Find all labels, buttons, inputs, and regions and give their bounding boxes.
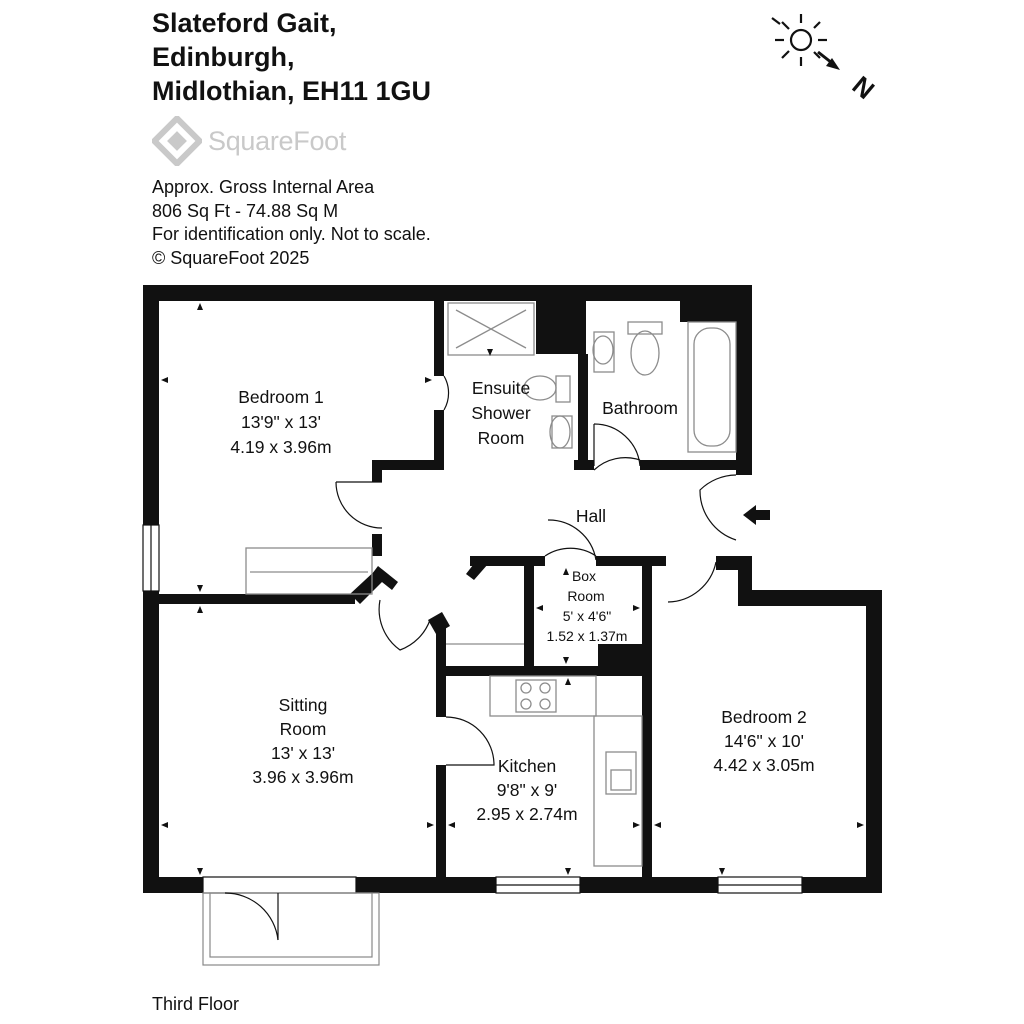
boxroom-line2: Room xyxy=(567,588,604,604)
boxroom-size-imperial: 5' x 4'6" xyxy=(563,608,611,624)
bathroom-toilet xyxy=(630,330,660,376)
hall-name: Hall xyxy=(576,506,606,526)
bedroom2-size-metric: 4.42 x 3.05m xyxy=(713,755,814,775)
brand-name: SquareFoot xyxy=(208,125,347,156)
walls xyxy=(143,285,882,893)
kitchen-counter xyxy=(489,675,597,717)
squarefoot-logo-icon xyxy=(152,116,202,166)
kitchen-size-imperial: 9'8" x 9' xyxy=(497,780,558,800)
sitting-line2: Room xyxy=(280,719,327,739)
bathroom-basin xyxy=(592,335,614,365)
entrance-arrow-icon xyxy=(743,505,770,525)
ensuite-line3: Room xyxy=(478,428,525,448)
kitchen-name: Kitchen xyxy=(498,756,556,776)
boxroom-line1: Box xyxy=(572,568,596,584)
area-value: 806 Sq Ft - 74.88 Sq M xyxy=(152,200,339,221)
address-line-1: Slateford Gait, xyxy=(152,8,337,38)
fixtures xyxy=(245,302,737,867)
bedroom1-size-metric: 4.19 x 3.96m xyxy=(230,437,331,457)
sun-north-arrow-icon xyxy=(771,14,840,70)
ensuite-basin xyxy=(549,415,571,449)
boxroom-size-metric: 1.52 x 1.37m xyxy=(547,628,628,644)
bathroom-name: Bathroom xyxy=(602,398,678,418)
ensuite-line2: Shower xyxy=(471,403,531,423)
kitchen-size-metric: 2.95 x 2.74m xyxy=(476,804,577,824)
address-line-2: Edinburgh, xyxy=(152,42,295,72)
windows xyxy=(142,524,803,894)
area-title: Approx. Gross Internal Area xyxy=(152,177,375,197)
doors xyxy=(202,375,737,966)
measurement-ticks xyxy=(161,303,864,875)
brand-logo: SquareFoot xyxy=(152,116,346,166)
compass: N xyxy=(771,14,880,103)
property-address: Slateford Gait, Edinburgh, Midlothian, E… xyxy=(152,6,431,108)
copyright: © SquareFoot 2025 xyxy=(152,247,310,268)
hob-icon xyxy=(515,679,557,713)
shower-tray xyxy=(447,302,535,356)
bedroom2-size-imperial: 14'6" x 10' xyxy=(724,731,804,751)
wardrobe xyxy=(245,547,373,595)
sitting-size-metric: 3.96 x 3.96m xyxy=(252,767,353,787)
sink-icon xyxy=(605,751,637,795)
bedroom2-name: Bedroom 2 xyxy=(721,707,807,727)
disclaimer: For identification only. Not to scale. xyxy=(152,224,431,244)
bath xyxy=(687,321,737,453)
bedroom1-size-imperial: 13'9" x 13' xyxy=(241,412,321,432)
bedroom1-name: Bedroom 1 xyxy=(238,387,324,407)
sitting-line1: Sitting xyxy=(279,695,328,715)
address-line-3: Midlothian, EH11 1GU xyxy=(152,76,432,106)
floor-name: Third Floor xyxy=(152,994,240,1014)
ensuite-line1: Ensuite xyxy=(472,378,530,398)
area-info: Approx. Gross Internal Area 806 Sq Ft - … xyxy=(152,176,431,270)
sitting-size-imperial: 13' x 13' xyxy=(271,743,335,763)
